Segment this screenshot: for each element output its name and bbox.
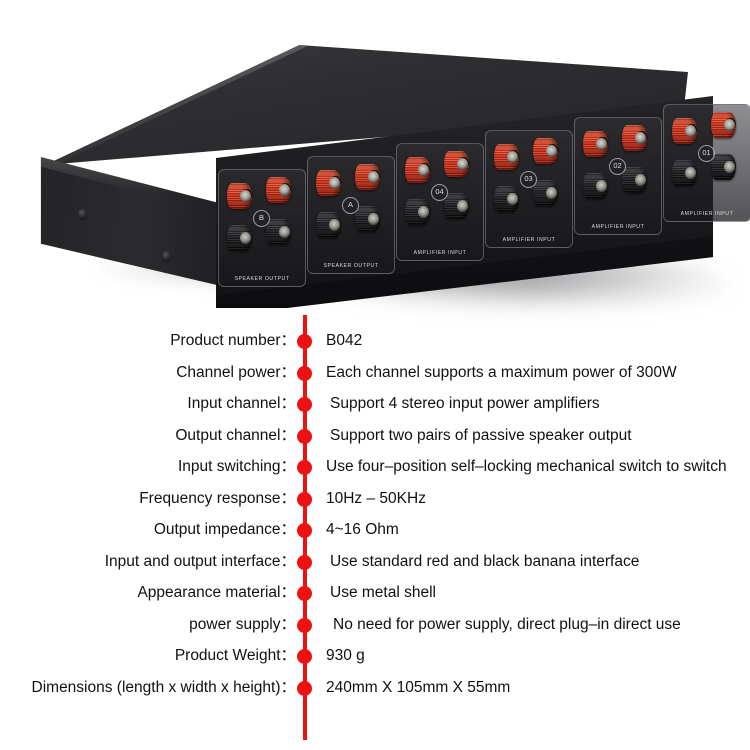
timeline-dot [297,649,312,664]
connector-panel-row: B SPEAKER OUTPUT A SPEAKER OUTPUT 04 AMP… [216,96,750,296]
timeline-dot [297,617,312,633]
timeline-dot [297,397,312,412]
binding-post-red[interactable] [494,144,519,170]
panel-caption: AMPLIFIER INPUT [591,224,645,230]
spec-row: Product Weight： 930 g [0,640,750,672]
spec-value: Each channel supports a maximum power of… [326,363,677,381]
binding-post-black[interactable] [444,193,469,219]
spec-value: 240mm X 105mm X 55mm [326,678,511,696]
spec-label: Input switching： [177,458,296,475]
binding-post-red[interactable] [227,183,252,209]
panel-caption: AMPLIFIER INPUT [502,237,556,243]
binding-post-red[interactable] [583,131,608,157]
panel-caption: SPEAKER OUTPUT [234,276,290,282]
binding-post-red[interactable] [622,125,647,151]
spec-value: Support two pairs of passive speaker out… [330,426,632,444]
binding-post-red[interactable] [266,177,291,203]
spec-label: Product number： [170,332,296,349]
panel-badge-03: 03 [520,171,537,188]
binding-post-black[interactable] [711,154,736,180]
spec-value: Support 4 stereo input power amplifiers [330,395,600,412]
spec-label: power supply： [189,615,296,633]
spec-row: Frequency response： 10Hz – 50KHz [0,483,750,515]
timeline-dot [297,680,312,696]
timeline-dot [297,334,312,349]
spec-row: power supply： No need for power supply, … [0,609,750,641]
spec-label: Frequency response： [139,489,296,507]
timeline-dot [297,554,312,570]
binding-post-black[interactable] [494,186,519,212]
spec-label: Channel power： [176,363,296,381]
binding-post-red[interactable] [672,118,697,144]
spec-row: Input switching： Use four–position self–… [0,451,750,483]
specification-list: Product number： B042 Channel power： Each… [0,305,750,750]
binding-post-black[interactable] [622,167,647,193]
binding-post-black[interactable] [316,212,341,238]
spec-value: Use four–position self–locking mechanica… [326,458,727,475]
binding-post-red[interactable] [405,157,430,183]
spec-row: Dimensions (length x width x height)： 24… [0,672,750,704]
panel-caption: AMPLIFIER INPUT [680,211,734,217]
binding-post-black[interactable] [227,225,252,251]
binding-post-black[interactable] [533,180,558,206]
panel-caption: AMPLIFIER INPUT [413,250,467,256]
panel-badge-04: 04 [431,184,448,201]
spec-label: Appearance material： [137,584,296,601]
timeline-dot [297,460,312,475]
spec-row: Output impedance： 4~16 Ohm [0,514,750,546]
panel-badge-01: 01 [698,145,715,162]
spec-row: Input and output interface： Use standard… [0,546,750,578]
panel-badge-b: B [253,210,270,227]
timeline-dot [297,586,312,601]
spec-label: Input channel： [187,395,296,412]
panel-amplifier-input-01[interactable]: 01 AMPLIFIER INPUT [663,104,750,222]
panel-speaker-output-b[interactable]: B SPEAKER OUTPUT [218,169,306,287]
spec-label: Output impedance： [153,521,296,538]
spec-row: Channel power： Each channel supports a m… [0,357,750,389]
binding-post-red[interactable] [533,138,558,164]
chassis-screw [78,209,87,219]
binding-post-black[interactable] [583,173,608,199]
spec-label: Dimensions (length x width x height)： [31,678,296,696]
spec-row: Product number： B042 [0,325,750,357]
spec-value: Use metal shell [330,584,436,601]
spec-value: B042 [326,332,363,349]
binding-post-black[interactable] [355,206,380,232]
panel-caption: SPEAKER OUTPUT [323,263,379,269]
binding-post-red[interactable] [444,151,469,177]
timeline-dot [297,523,312,538]
spec-value: 10Hz – 50KHz [326,489,426,507]
spec-row: Output channel： Support two pairs of pas… [0,420,750,452]
spec-label: Output channel： [175,426,296,444]
binding-post-red[interactable] [316,170,341,196]
timeline-dot [297,428,312,444]
spec-value: 4~16 Ohm [326,521,399,538]
binding-post-black[interactable] [266,219,291,245]
panel-badge-a: A [342,197,359,214]
chassis-screw [162,251,171,261]
spec-value: Use standard red and black banana interf… [330,552,640,570]
timeline-dot [297,491,312,507]
binding-post-black[interactable] [672,160,697,186]
panel-amplifier-input-04[interactable]: 04 AMPLIFIER INPUT [396,143,484,261]
binding-post-red[interactable] [355,164,380,190]
panel-speaker-output-a[interactable]: A SPEAKER OUTPUT [307,156,395,274]
product-photo: B SPEAKER OUTPUT A SPEAKER OUTPUT 04 AMP… [0,0,750,310]
timeline-dot [297,365,312,381]
spec-value: No need for power supply, direct plug–in… [333,615,681,633]
binding-post-black[interactable] [405,199,430,225]
panel-amplifier-input-02[interactable]: 02 AMPLIFIER INPUT [574,117,662,235]
spec-label: Input and output interface： [104,552,296,570]
spec-row: Appearance material： Use metal shell [0,577,750,609]
panel-amplifier-input-03[interactable]: 03 AMPLIFIER INPUT [485,130,573,248]
panel-badge-02: 02 [609,158,626,175]
binding-post-red[interactable] [711,112,736,138]
spec-value: 930 g [326,647,365,664]
spec-label: Product Weight： [174,647,296,664]
spec-row: Input channel： Support 4 stereo input po… [0,388,750,420]
